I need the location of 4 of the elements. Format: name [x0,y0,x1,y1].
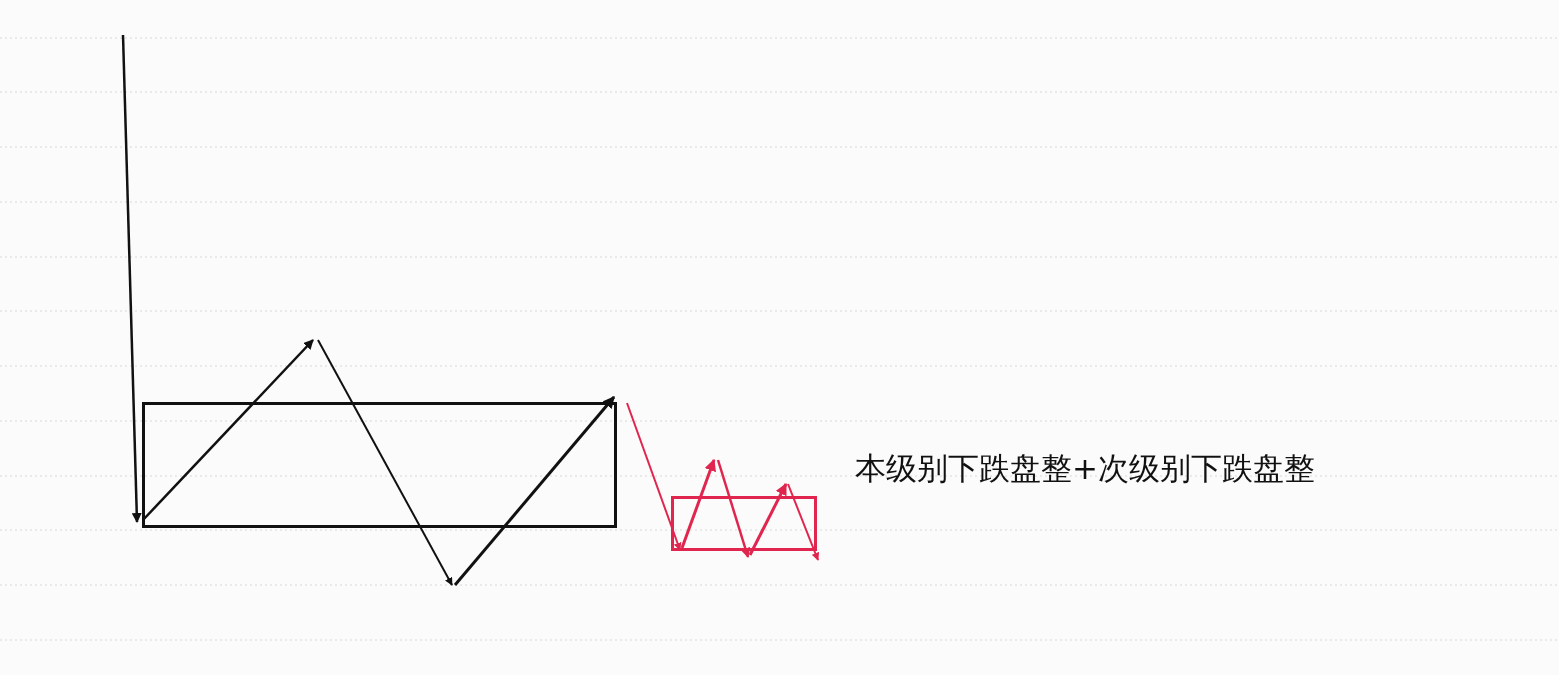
caption-text: 本级别下跌盘整+次级别下跌盘整 [855,449,1315,488]
range-box [671,496,817,551]
range-box [142,402,617,528]
arrow [626,402,682,551]
